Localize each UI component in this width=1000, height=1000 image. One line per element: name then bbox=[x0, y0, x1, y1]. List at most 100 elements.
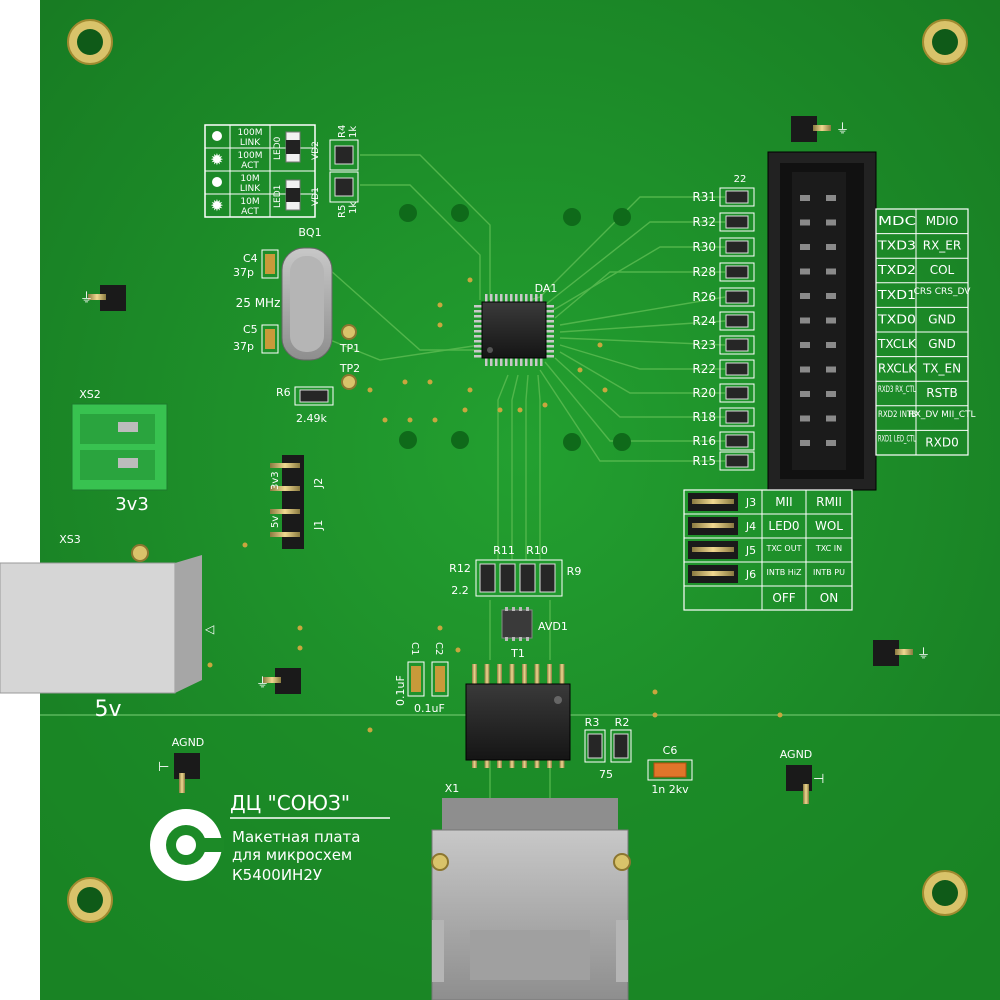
testpoint-tp1: TP1 bbox=[339, 324, 360, 355]
large-vias bbox=[399, 204, 631, 451]
resistor-body bbox=[725, 338, 749, 352]
brand-block: ДЦ "СОЮЗ" Макетная плата для микросхем К… bbox=[150, 791, 390, 884]
ground-pins: ⏚ ⏚ ⏚ ⏚ bbox=[80, 116, 930, 694]
c5-ref: C5 bbox=[243, 323, 258, 336]
resistor-ref: R20 bbox=[692, 386, 716, 400]
resistor-ref: R31 bbox=[692, 190, 716, 204]
terminal-xs2: XS2 3v3 bbox=[71, 388, 168, 515]
r10-ref: R10 bbox=[526, 544, 548, 557]
jumper-ref: J4 bbox=[745, 520, 756, 533]
tp2-label: TP2 bbox=[339, 362, 360, 375]
caps-c1-c2: C1 C2 0.1uF 0.1uF bbox=[394, 642, 449, 715]
xs3-ref: XS3 bbox=[59, 533, 81, 546]
signal-left: TXCLK bbox=[877, 337, 917, 351]
agnd-left: AGND ⊢ bbox=[158, 736, 204, 793]
resistor-outline bbox=[719, 359, 755, 379]
idc-header: 22 bbox=[734, 151, 877, 491]
r6-val: 2.49k bbox=[296, 412, 327, 425]
capacitor-c6: C6 1n 2kv bbox=[647, 744, 693, 796]
bq1-ref: BQ1 bbox=[298, 226, 321, 239]
resistor-outline bbox=[719, 237, 755, 257]
c4-ref: C4 bbox=[243, 252, 258, 265]
brand-line2: для микросхем bbox=[232, 846, 352, 864]
tp1-label: TP1 bbox=[339, 342, 360, 355]
resistor-outline bbox=[719, 287, 755, 307]
r4-ref: R4 bbox=[337, 125, 348, 138]
jumper-ref: J6 bbox=[745, 568, 756, 581]
ground-icon: ⏚ bbox=[917, 647, 930, 662]
agnd-right-label: AGND bbox=[780, 748, 813, 761]
resistor-ref: R28 bbox=[692, 265, 716, 279]
resistor-body bbox=[725, 265, 749, 279]
resistor-outline bbox=[719, 407, 755, 427]
resistor-r6: R6 2.49k bbox=[276, 386, 334, 425]
gnd-pin-mid-left: ⏚ bbox=[256, 668, 301, 694]
resistor-ref: R30 bbox=[692, 240, 716, 254]
gnd-pin-top-right: ⏚ bbox=[791, 116, 849, 142]
signal-left: RXCLK bbox=[878, 362, 917, 376]
header-pin22-label: 22 bbox=[734, 174, 747, 185]
led-legend-l1: 10M bbox=[240, 174, 259, 184]
ground-icon: ⊣ bbox=[813, 772, 824, 787]
c2-ref: C2 bbox=[433, 642, 444, 655]
jumper-option-b: RMII bbox=[816, 495, 842, 509]
r12-ref: R12 bbox=[449, 562, 471, 575]
signal-right: GND bbox=[928, 312, 956, 326]
jumpers-j1-j2: 3v3 5v J2 J1 bbox=[270, 455, 325, 549]
transformer-t1: T1 bbox=[465, 647, 571, 768]
resistor-outline bbox=[719, 212, 755, 232]
signal-left: RXD1 LED_CTL bbox=[878, 434, 916, 444]
r9-ref: R9 bbox=[567, 565, 582, 578]
signal-left: TXD1 bbox=[877, 288, 916, 302]
resistor-outline bbox=[719, 262, 755, 282]
resistor-body bbox=[725, 410, 749, 424]
signal-left: TXD0 bbox=[877, 312, 916, 326]
ground-icon: ⊢ bbox=[158, 760, 169, 775]
signal-left: TXD3 bbox=[877, 239, 916, 253]
led-vd2: VD2 bbox=[285, 131, 321, 163]
vias bbox=[207, 277, 783, 733]
led-legend-l2: ACT bbox=[241, 207, 259, 217]
resistor-body bbox=[725, 190, 749, 204]
jumper-footer-off: OFF bbox=[772, 591, 795, 605]
resistor-body bbox=[725, 434, 749, 448]
j-3v3-label: 3v3 bbox=[270, 471, 281, 490]
crystal-bq1: BQ1 25 MHz bbox=[236, 226, 333, 361]
c1-ref: C1 bbox=[409, 642, 420, 655]
gnd-pin-left: ⏚ bbox=[80, 285, 126, 311]
j2-ref: J2 bbox=[312, 478, 325, 489]
xs2-ref: XS2 bbox=[79, 388, 101, 401]
r5-val: 1k bbox=[348, 202, 359, 214]
x1-ref: X1 bbox=[445, 782, 460, 795]
resistor-body bbox=[725, 290, 749, 304]
resistor-ref: R24 bbox=[692, 314, 716, 328]
signal-left: RXD2 INTB bbox=[878, 410, 916, 420]
crystal-freq: 25 MHz bbox=[236, 296, 281, 310]
r11-ref: R11 bbox=[493, 544, 515, 557]
signal-right: MDIO bbox=[926, 214, 959, 228]
led-dot-icon bbox=[212, 177, 222, 187]
led-legend-l1: 100M bbox=[238, 128, 263, 138]
signal-right: GND bbox=[928, 337, 956, 351]
mid-resistors: R12 R11 R10 R9 2.2 bbox=[449, 544, 581, 597]
triangle-marker-icon: ◁ bbox=[204, 622, 214, 636]
c4-val: 37p bbox=[233, 266, 254, 279]
signal-left: TXD2 bbox=[877, 263, 916, 277]
resistor-ref: R18 bbox=[692, 410, 716, 424]
led-legend-l2: ACT bbox=[241, 161, 259, 171]
resistor-outline bbox=[719, 311, 755, 331]
led-star-icon: ✹ bbox=[210, 196, 223, 215]
jumper-option-a: MII bbox=[775, 495, 792, 509]
t1-ref: T1 bbox=[510, 647, 525, 660]
vd2-label: VD2 bbox=[311, 141, 321, 160]
brand-org: ДЦ "СОЮЗ" bbox=[230, 791, 350, 815]
c6-val: 1n 2kv bbox=[651, 783, 689, 796]
jumper-header-pin bbox=[692, 523, 734, 528]
resistor-ref: R22 bbox=[692, 362, 716, 376]
j-5v-label: 5v bbox=[270, 516, 281, 528]
diode-avd1: AVD1 bbox=[501, 607, 568, 641]
